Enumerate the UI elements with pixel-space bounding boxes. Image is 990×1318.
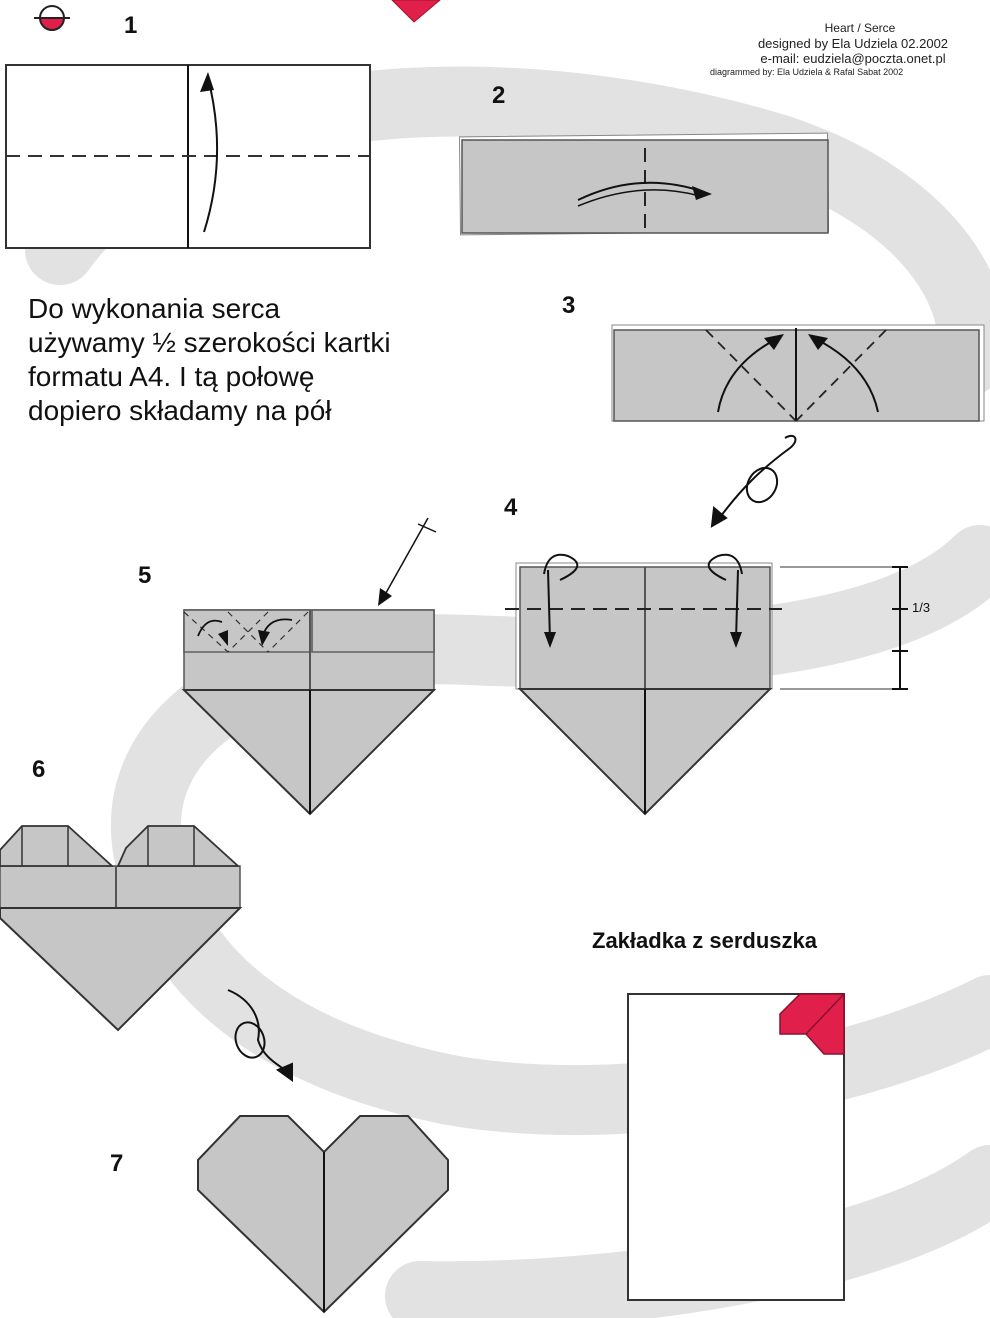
step1-diagram: [5, 64, 371, 249]
step-number-6: 6: [32, 756, 46, 783]
turn-over-icon: [710, 434, 797, 528]
step2-diagram: [458, 132, 830, 236]
top-heart-fragment: [391, 0, 441, 23]
paper-color-icon: [34, 5, 70, 31]
turn-over-icon-2: [227, 989, 293, 1082]
bookmark-illustration: [627, 993, 845, 1301]
credit-title: Heart / Serce: [824, 21, 896, 35]
credit-designer: designed by Ela Udziela 02.2002: [757, 36, 949, 51]
credit-diagrammer: diagrammed by: Ela Udziela & Rafal Sabat…: [710, 67, 904, 77]
step-number-5: 5: [138, 562, 152, 589]
instruction-text: Do wykonania serca używamy ½ szerokości …: [28, 293, 391, 426]
step-number-4: 4: [504, 494, 518, 521]
step-number-1: 1: [124, 12, 138, 39]
step4-diagram: [505, 553, 908, 816]
credit-email: e-mail: eudziela@poczta.onet.pl: [760, 51, 946, 66]
step5-diagram: [181, 517, 437, 816]
step6-diagram: [0, 825, 243, 1032]
step-number-2: 2: [492, 82, 506, 109]
step7-heart: [197, 1115, 449, 1314]
step-number-3: 3: [562, 292, 576, 319]
bookmark-title: Zakładka z serduszka: [592, 928, 818, 953]
step-number-7: 7: [110, 1150, 124, 1177]
step3-diagram: [611, 324, 985, 422]
measure-label: 1/3: [912, 600, 931, 615]
